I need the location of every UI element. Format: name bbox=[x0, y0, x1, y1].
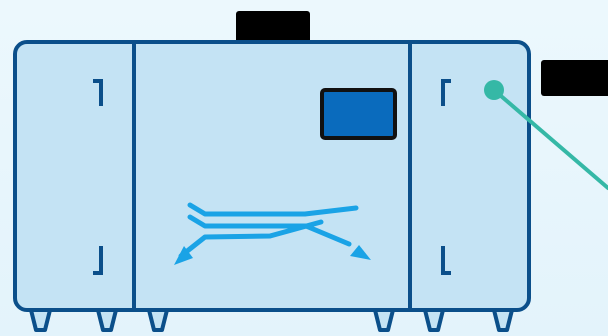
foot-6 bbox=[492, 308, 514, 332]
unit-body bbox=[13, 40, 531, 312]
foot-4 bbox=[373, 308, 395, 332]
left-panel-top-handle bbox=[93, 79, 103, 106]
airflow-arrowhead-right bbox=[350, 245, 371, 260]
right-panel-top-handle bbox=[441, 79, 451, 106]
top-label-block bbox=[236, 11, 310, 47]
callout-line bbox=[492, 88, 608, 190]
airflow-path-outer bbox=[187, 202, 359, 217]
foot-2 bbox=[96, 308, 118, 332]
airflow-path-inner bbox=[187, 214, 352, 247]
foot-5 bbox=[423, 308, 445, 332]
foot-3 bbox=[147, 308, 169, 332]
right-panel-bottom-handle bbox=[441, 246, 451, 275]
foot-1 bbox=[29, 308, 52, 332]
unit-feet bbox=[29, 308, 514, 332]
airflow-arrows bbox=[178, 202, 359, 259]
callout-dot bbox=[484, 80, 504, 100]
right-label-block bbox=[541, 60, 608, 96]
airflow-path-left bbox=[178, 219, 324, 259]
left-panel-bottom-handle bbox=[93, 246, 103, 275]
control-screen bbox=[320, 88, 397, 140]
airflow-arrowhead-left bbox=[174, 246, 193, 265]
